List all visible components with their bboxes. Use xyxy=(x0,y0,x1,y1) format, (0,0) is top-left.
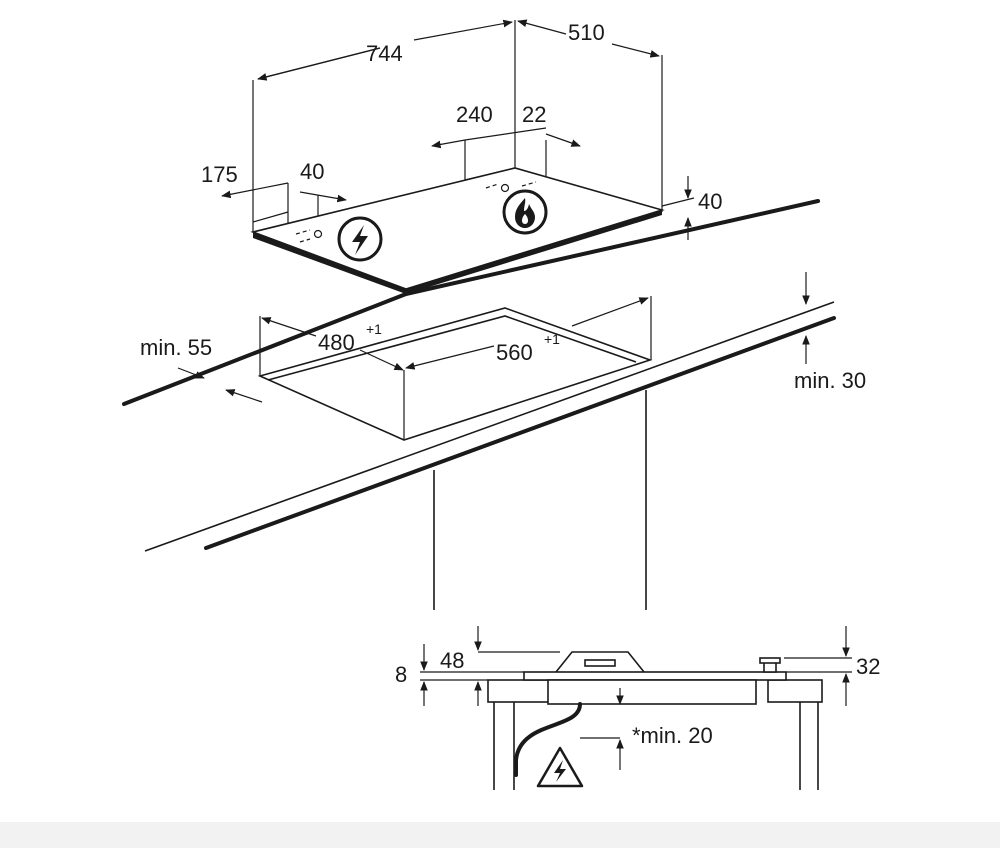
dim-cutout-depth: 480 xyxy=(318,330,355,355)
electric-warning-icon xyxy=(536,746,584,788)
dim-min-worktop: min. 30 xyxy=(794,368,866,393)
dim-hob-height: 40 xyxy=(698,189,722,214)
worktop xyxy=(122,199,836,610)
dim-min-front: min. 55 xyxy=(140,335,212,360)
dim-side-48: 48 xyxy=(440,648,464,673)
dim-left-offset: 175 xyxy=(201,162,238,187)
dim-hob-depth: 510 xyxy=(568,20,605,45)
dim-min-clearance: *min. 20 xyxy=(632,723,713,748)
gas-connection-icon xyxy=(502,189,548,235)
electric-connection-icon xyxy=(337,216,383,262)
dim-side-32: 32 xyxy=(856,654,880,679)
dim-cutout-width: 560 xyxy=(496,340,533,365)
dim-rear-offset-small: 22 xyxy=(522,102,546,127)
dim-cutout-width-tolerance: +1 xyxy=(544,331,560,347)
side-section-view xyxy=(420,626,852,790)
hob-top-view xyxy=(221,19,695,294)
dim-left-offset-small: 40 xyxy=(300,159,324,184)
dim-cutout-depth-tolerance: +1 xyxy=(366,321,382,337)
dim-rear-offset: 240 xyxy=(456,102,493,127)
dim-side-8: 8 xyxy=(395,662,407,687)
page-footer-strip xyxy=(0,822,1000,848)
dim-hob-width: 744 xyxy=(366,41,403,66)
